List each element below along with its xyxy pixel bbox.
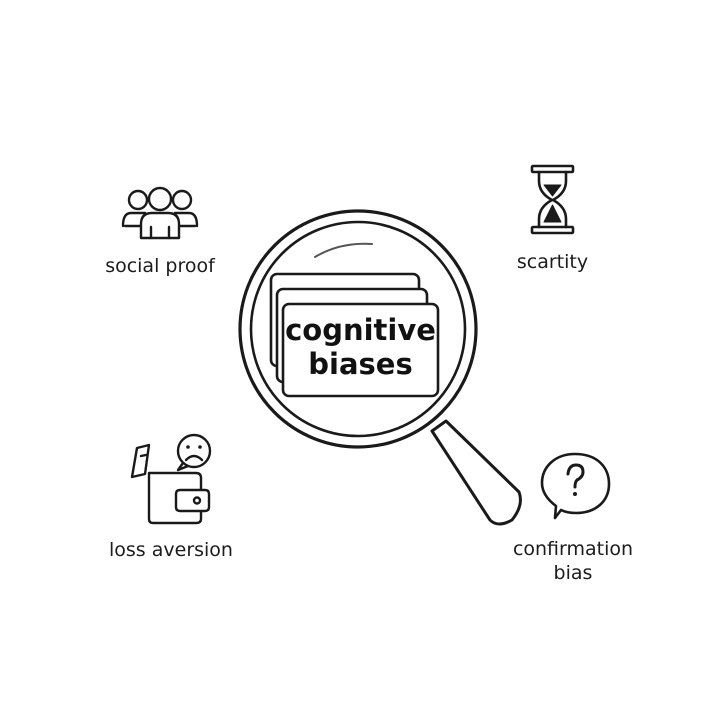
wallet-sad-face-icon [130, 433, 212, 525]
label-social-proof: social proof [105, 255, 215, 277]
people-group-icon [121, 186, 199, 240]
magnifying-glass-icon [238, 209, 522, 526]
label-confirmation-line1: confirmation [512, 538, 634, 560]
question-bubble-icon [540, 452, 611, 520]
label-confirmation-bias: confirmation bias [498, 537, 648, 585]
stacked-cards-icon [269, 272, 440, 398]
label-confirmation-line2: bias [553, 562, 593, 584]
label-scarcity: scartity [516, 251, 589, 273]
label-loss-aversion: loss aversion [109, 539, 233, 561]
center-title-line2: biases [308, 347, 413, 381]
center-title: cognitive biases [283, 313, 438, 381]
center-title-line1: cognitive [285, 313, 436, 347]
hourglass-icon [530, 164, 575, 235]
